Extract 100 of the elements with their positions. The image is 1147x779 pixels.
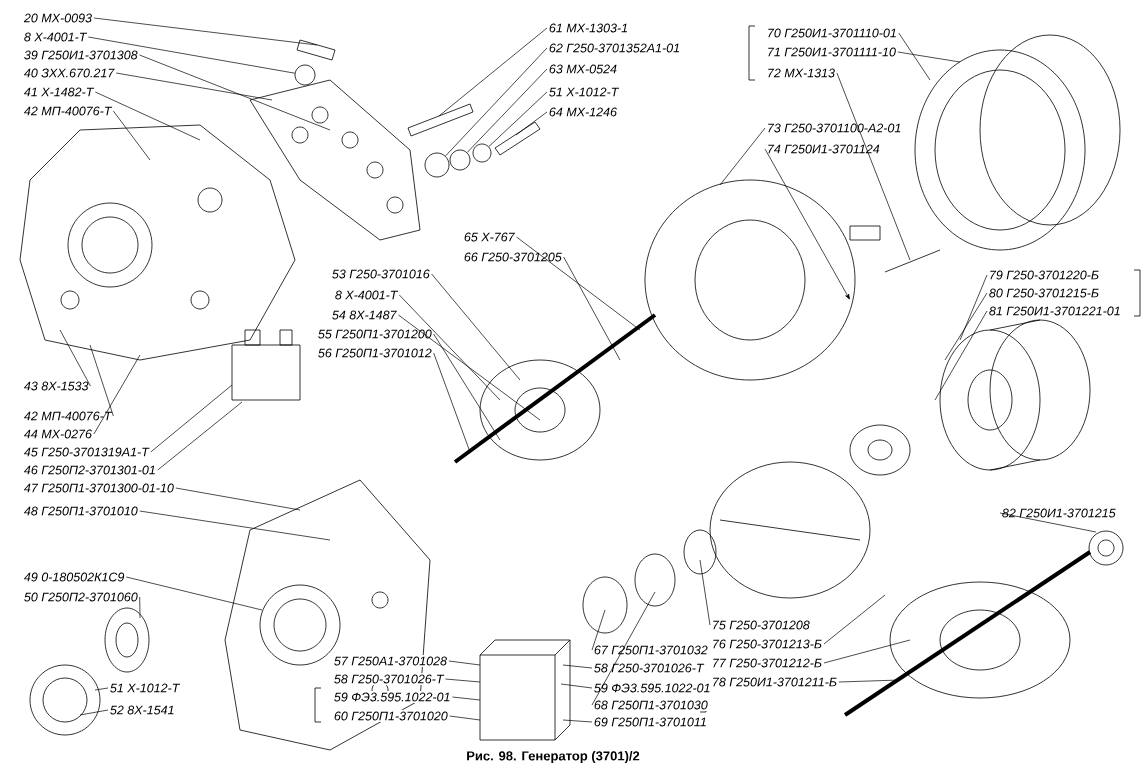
callout-label: 58 Г250-3701026-Т bbox=[592, 662, 706, 674]
callout-label: 44 МХ-0276 bbox=[22, 428, 94, 440]
leader-line bbox=[445, 47, 548, 157]
callout-label: 75 Г250-3701208 bbox=[710, 619, 812, 631]
leader-line bbox=[838, 679, 901, 683]
callout-label: 47 Г250П1-3701300-01-10 bbox=[22, 482, 176, 494]
leader-line bbox=[79, 709, 109, 716]
leader-line bbox=[115, 72, 273, 101]
callout-label: 77 Г250-3701212-Б bbox=[710, 657, 824, 669]
callout-label: 55 Г250П1-3701200 bbox=[316, 328, 434, 340]
leader-line bbox=[448, 660, 481, 666]
callout-label: 50 Г250П2-3701060 bbox=[22, 591, 140, 603]
leader-line bbox=[175, 487, 301, 511]
callout-label: 80 Г250-3701215-Б bbox=[987, 287, 1101, 299]
callout-label: 81 Г250И1-3701221-01 bbox=[987, 305, 1123, 317]
callout-label: 63 МХ-0524 bbox=[547, 63, 619, 75]
leader-line bbox=[999, 512, 1097, 533]
leader-line bbox=[591, 609, 606, 651]
callout-label: 54 8Х-1487 bbox=[330, 309, 399, 321]
callout-label: 59 ФЭ3.595.1022-01 bbox=[332, 691, 452, 703]
leader-line bbox=[591, 591, 656, 706]
callout-label: 71 Г250И1-3701111-10 bbox=[765, 46, 898, 58]
callout-label: 58 Г250-3701026-Т bbox=[332, 673, 446, 685]
callout-label: 53 Г250-3701016 bbox=[330, 268, 432, 280]
leader-line bbox=[563, 256, 621, 361]
leader-line bbox=[452, 696, 481, 701]
callout-label: 51 Х-1012-Т bbox=[547, 86, 620, 98]
callout-label: 76 Г250-3701213-Б bbox=[710, 638, 824, 650]
callout-label: 60 Г250П1-3701020 bbox=[332, 710, 450, 722]
leader-line bbox=[836, 72, 911, 261]
leader-line bbox=[59, 329, 91, 387]
callout-label: 48 Г250П1-3701010 bbox=[22, 505, 140, 517]
leader-line bbox=[113, 110, 151, 161]
leader-line bbox=[94, 687, 109, 691]
callout-label: 51 Х-1012-Т bbox=[108, 682, 181, 694]
leader-line bbox=[139, 596, 141, 619]
washer bbox=[424, 152, 450, 178]
callout-label: 59 ФЭ3.595.1022-01 bbox=[592, 682, 713, 694]
callout-label: 68 Г250П1-3701030 bbox=[592, 699, 710, 711]
callout-label: 42 МП-40076-Т bbox=[22, 410, 113, 422]
leader-line bbox=[562, 719, 593, 723]
leader-line bbox=[157, 401, 243, 471]
leader-line bbox=[823, 594, 886, 645]
leader-line bbox=[944, 292, 988, 361]
leader-line bbox=[488, 91, 548, 147]
callout-label: 78 Г250И1-3701211-Б bbox=[710, 676, 839, 688]
leader-line bbox=[433, 333, 501, 441]
callout-label: 39 Г250И1-3701308 bbox=[22, 49, 140, 61]
callout-label: 46 Г250П2-3701301-01 bbox=[22, 464, 158, 476]
leader-line bbox=[93, 17, 318, 46]
leader-line bbox=[562, 664, 593, 669]
leader-line bbox=[449, 715, 481, 721]
callout-label: 72 МХ-1313 bbox=[765, 67, 837, 79]
leader-line bbox=[719, 127, 766, 186]
leader-line bbox=[438, 27, 548, 117]
callout-label: 74 Г250И1-3701124 bbox=[765, 143, 882, 155]
leader-line bbox=[139, 510, 331, 541]
leader-line bbox=[94, 91, 201, 141]
leader-line bbox=[431, 273, 521, 381]
caption: Рис. 98. Генератор (3701)/2 bbox=[467, 750, 640, 764]
leader-line bbox=[93, 354, 141, 435]
callout-label: 45 Г250-3701319А1-Т bbox=[22, 446, 151, 458]
callout-label: 62 Г250-3701352А1-01 bbox=[547, 42, 682, 54]
callout-label: 65 Х-767 bbox=[462, 231, 517, 243]
leader-line bbox=[959, 274, 988, 341]
callout-label: 69 Г250П1-3701011 bbox=[592, 716, 709, 728]
leader-line bbox=[398, 314, 541, 421]
leader-line bbox=[699, 559, 711, 626]
callout-label: 61 МХ-1303-1 bbox=[547, 22, 630, 34]
callout-label: 8 Х-4001-Т bbox=[333, 289, 399, 301]
callout-label: 64 МХ-1246 bbox=[547, 106, 619, 118]
leader-line bbox=[823, 639, 911, 664]
leader-line bbox=[516, 236, 641, 331]
callout-label: 67 Г250П1-3701032 bbox=[592, 644, 710, 656]
leader-line bbox=[466, 68, 548, 153]
leader-line bbox=[560, 683, 593, 689]
callout-label: 8 Х-4001-Т bbox=[22, 31, 88, 43]
leader-line bbox=[433, 352, 471, 453]
leader-line bbox=[515, 111, 548, 136]
callout-label: 20 МХ-0093 bbox=[22, 12, 94, 24]
leader-line bbox=[139, 54, 331, 131]
washer bbox=[472, 143, 492, 163]
leader-line bbox=[88, 36, 296, 74]
washer bbox=[294, 64, 316, 86]
leader-line bbox=[445, 678, 481, 683]
callout-label: 41 Х-1482-Т bbox=[22, 86, 95, 98]
callout-label: 73 Г250-3701100-А2-01 bbox=[765, 122, 903, 134]
callout-label: 82 Г250И1-3701215 bbox=[1000, 507, 1118, 519]
callout-label: 49 0-180502К1С9 bbox=[22, 571, 126, 583]
callout-label: 56 Г250П1-3701012 bbox=[316, 347, 434, 359]
callout-label: 43 8Х-1533 bbox=[22, 380, 91, 392]
callout-label: 57 Г250А1-3701028 bbox=[332, 655, 449, 667]
leader-line bbox=[89, 344, 114, 417]
leader-line bbox=[934, 310, 988, 401]
callout-label: 52 8Х-1541 bbox=[108, 704, 177, 716]
leader-line bbox=[898, 32, 931, 81]
leader-line bbox=[399, 294, 501, 401]
washer bbox=[449, 149, 471, 171]
leader-line bbox=[764, 148, 850, 300]
callout-label: 70 Г250И1-3701110-01 bbox=[765, 27, 899, 39]
